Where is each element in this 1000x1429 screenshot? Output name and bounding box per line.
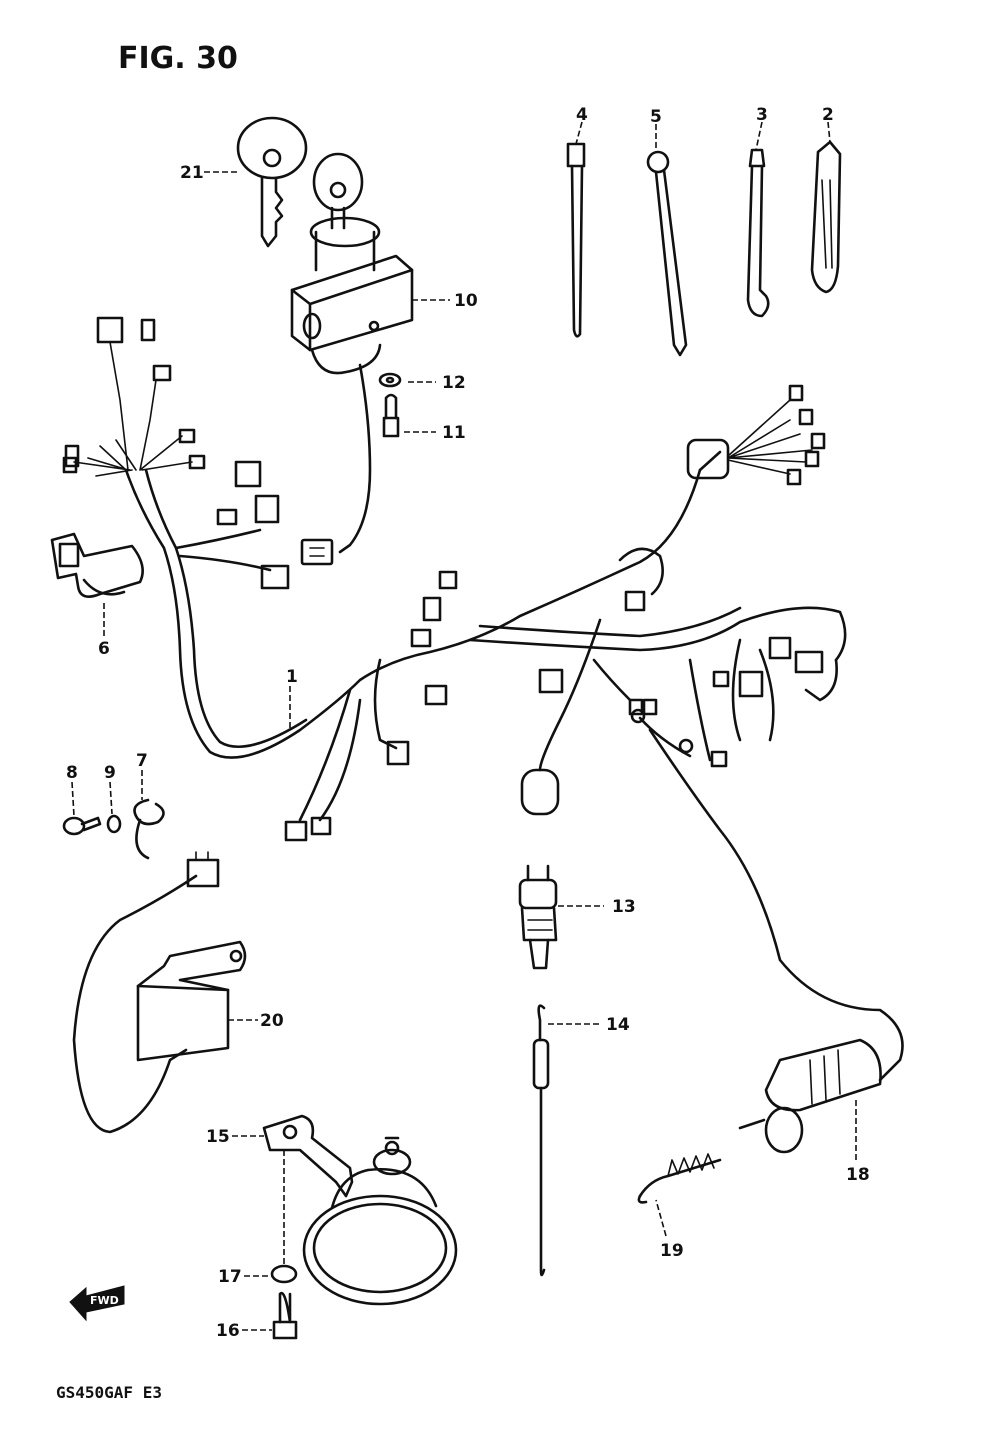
callout-14: 14 xyxy=(606,1015,630,1035)
callout-12: 12 xyxy=(442,373,466,393)
part-horn xyxy=(302,1136,458,1306)
callout-6: 6 xyxy=(98,639,110,659)
part-8-screw xyxy=(62,816,102,836)
fwd-label: FWD xyxy=(90,1294,119,1307)
callout-13: 13 xyxy=(612,897,636,917)
callout-leaders xyxy=(71,121,857,1331)
part-4-clamp xyxy=(566,142,586,338)
part-7-clip xyxy=(133,798,165,860)
part-1-wiring-harness xyxy=(62,316,847,842)
part-6-bracket xyxy=(50,532,144,598)
callout-4: 4 xyxy=(576,105,588,125)
callout-18: 18 xyxy=(846,1165,870,1185)
callout-19: 19 xyxy=(660,1241,684,1261)
part-12-washer xyxy=(378,372,402,388)
callout-15: 15 xyxy=(206,1127,230,1147)
part-11-bolt xyxy=(382,393,400,438)
callout-17: 17 xyxy=(218,1267,242,1287)
model-code: GS450GAF E3 xyxy=(56,1383,162,1402)
part-15-horn-bracket xyxy=(262,1114,354,1198)
part-16-bolt xyxy=(272,1291,298,1340)
callout-1: 1 xyxy=(286,667,298,687)
fwd-arrow-icon: FWD xyxy=(69,1285,125,1322)
part-9-washer xyxy=(106,814,122,834)
callout-16: 16 xyxy=(216,1321,240,1341)
part-18-switch xyxy=(630,708,904,1154)
callout-2: 2 xyxy=(822,105,834,125)
part-21-key xyxy=(236,116,308,248)
part-2-clamp xyxy=(810,140,842,294)
callout-10: 10 xyxy=(454,291,478,311)
part-10-ignition-switch xyxy=(290,152,414,566)
callout-21: 21 xyxy=(180,163,204,183)
part-3-clamp xyxy=(746,148,770,318)
figure-title: FIG. 30 xyxy=(118,41,238,76)
part-5-cable-tie xyxy=(646,150,688,357)
callout-11: 11 xyxy=(442,423,466,443)
callout-8: 8 xyxy=(66,763,78,783)
part-19-spring xyxy=(637,1153,722,1204)
callout-7: 7 xyxy=(136,751,148,771)
callout-9: 9 xyxy=(104,763,116,783)
part-17-nut xyxy=(270,1264,298,1284)
part-14-spring xyxy=(532,1004,550,1277)
part-20-relay xyxy=(72,851,247,1134)
callout-20: 20 xyxy=(260,1011,284,1031)
part-13-stop-switch xyxy=(518,864,558,970)
callout-3: 3 xyxy=(756,105,768,125)
callout-5: 5 xyxy=(650,107,662,127)
